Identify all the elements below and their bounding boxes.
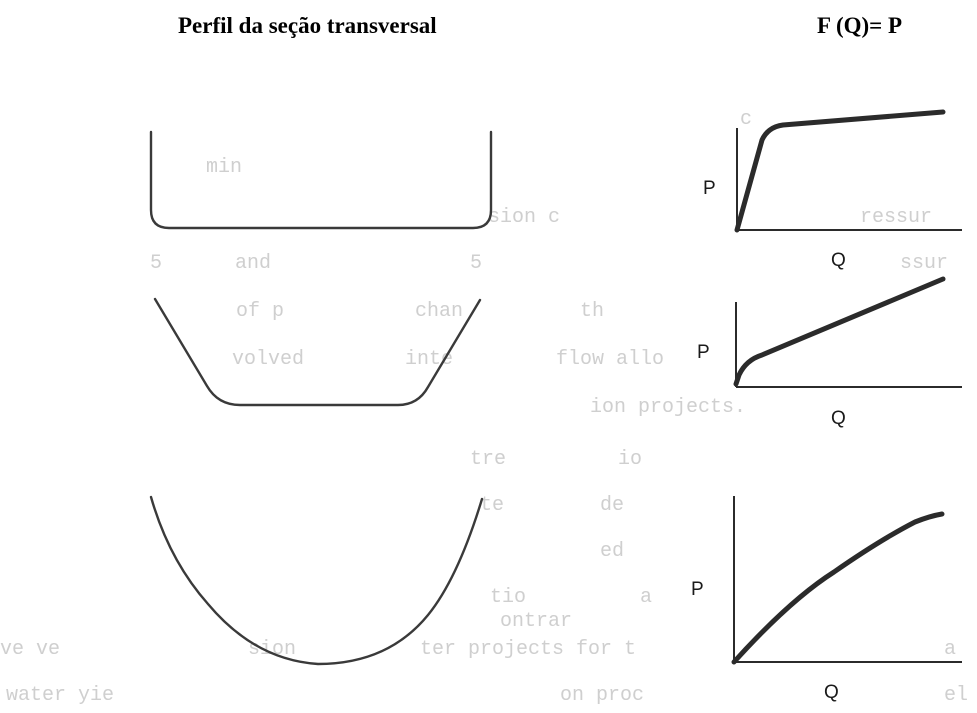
ghost-text-line: ion projects.	[590, 396, 746, 419]
ghost-text-line: c	[740, 108, 752, 131]
ghost-text-line: el	[944, 684, 968, 707]
p-of-q-curve	[734, 109, 946, 233]
y-axis-label: P	[691, 579, 704, 600]
ghost-text-line: te	[480, 494, 504, 517]
ghost-text-line: de	[600, 494, 624, 517]
graph-rectangular: P Q	[703, 109, 962, 271]
ghost-text-line: and	[235, 252, 271, 275]
ghost-text-line: ssur	[900, 252, 948, 275]
y-axis-label: P	[697, 342, 710, 363]
x-axis-label: Q	[824, 682, 839, 703]
ghost-text-line: ressur	[860, 206, 932, 229]
x-axis-label: Q	[831, 408, 846, 429]
ghost-text-line: tio	[490, 586, 526, 609]
ghost-text-line: on proc	[560, 684, 644, 707]
ghost-text-line: 5	[150, 252, 162, 275]
ghost-text-line: a	[944, 638, 956, 661]
graph-parabolic: P Q	[691, 496, 962, 703]
ghost-text-line: volved	[232, 348, 304, 371]
ghost-text-line: ontrar	[500, 610, 572, 633]
ghost-text-line: io	[618, 448, 642, 471]
ghost-text-line: min	[206, 156, 242, 179]
ghost-text-line: a	[640, 586, 652, 609]
bleed-through-text: c min sion c ressur 5 and 5 ssur of p ch…	[0, 108, 968, 707]
trapezoidal-channel-profile	[153, 297, 482, 407]
ghost-text-line: water yie	[6, 684, 114, 707]
ghost-text-line: flow allo	[556, 348, 664, 371]
x-axis-label: Q	[831, 250, 846, 271]
y-axis-label: P	[703, 178, 716, 199]
ghost-text-line: 5	[470, 252, 482, 275]
ghost-text-line: sion c	[488, 206, 560, 229]
ghost-text-line: chan	[415, 300, 463, 323]
ghost-text-line: of p	[236, 300, 284, 323]
function-heading: F (Q)= P	[817, 13, 903, 38]
ghost-text-line: ve ve	[0, 638, 60, 661]
parabolic-channel-profile	[149, 495, 484, 666]
ghost-text-line: ter projects for t	[420, 638, 636, 661]
ghost-text-line: ed	[600, 540, 624, 563]
ghost-text-line: tre	[470, 448, 506, 471]
ghost-text-line: sion	[248, 638, 296, 661]
p-of-q-curve	[733, 276, 946, 387]
rectangular-channel-profile	[149, 130, 493, 230]
ghost-text-line: th	[580, 300, 604, 323]
p-of-q-curve	[731, 511, 945, 665]
cross-section-profile-heading: Perfil da seção transversal	[178, 13, 437, 38]
graph-trapezoidal: P Q	[697, 276, 962, 429]
